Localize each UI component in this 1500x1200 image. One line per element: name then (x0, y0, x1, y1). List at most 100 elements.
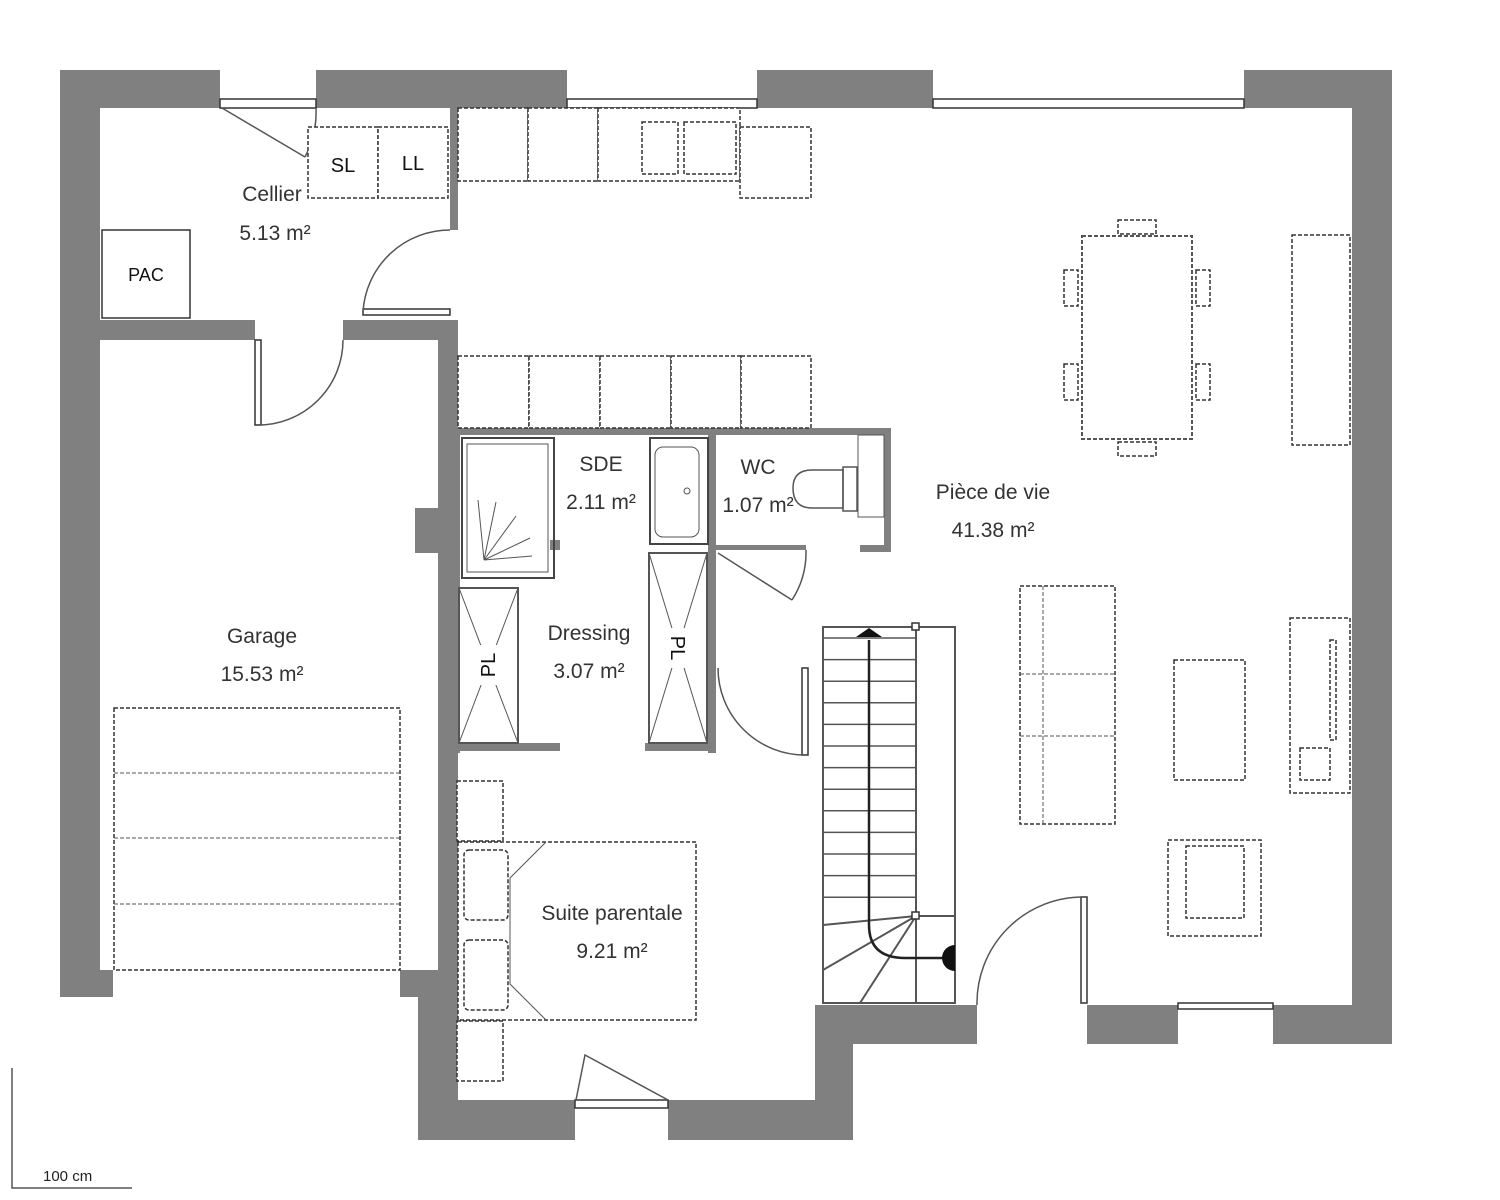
wc-duct (857, 434, 885, 518)
pillow (463, 849, 509, 921)
nightstand (456, 780, 504, 842)
closet-right (648, 552, 708, 744)
door-cellier-kitchen[interactable] (362, 308, 451, 316)
room-area-garage: 15.53 m² (221, 663, 304, 686)
room-area-sde: 2.11 m² (566, 491, 636, 514)
sink-basin (641, 121, 679, 175)
sofa (1019, 585, 1116, 825)
stair-arrow-line (867, 640, 945, 960)
kitchen-cabinet (528, 355, 601, 429)
bathroom-fixtures: PL PL (458, 434, 885, 744)
wall-garage-right (438, 320, 458, 980)
coffee-table (1173, 659, 1246, 781)
stair-post (911, 911, 920, 920)
wall-top-3 (757, 70, 933, 108)
doors (221, 107, 1088, 1101)
wall-dressing-bottom-1 (455, 743, 560, 751)
room-name-dressing: Dressing (548, 622, 631, 645)
kitchen-cabinet (740, 355, 812, 429)
wall-bottom-2 (1087, 1005, 1178, 1044)
room-area-dressing: 3.07 m² (553, 660, 624, 683)
door-swing-wc (717, 549, 807, 601)
shower-tray (461, 437, 555, 579)
closet-right-label: PL (666, 636, 688, 660)
door-entrance[interactable] (1080, 896, 1088, 1004)
kitchen-cabinet (599, 355, 672, 429)
living-furniture (1019, 585, 1351, 937)
door-swing-entrance (976, 896, 1085, 1006)
kitchen-cabinet (739, 126, 812, 199)
shower-drain-lines (477, 499, 533, 561)
sink-basin (683, 121, 737, 175)
room-area-suite: 9.21 m² (576, 940, 647, 963)
ll-label: LL (402, 153, 424, 175)
room-name-garage: Garage (227, 625, 297, 648)
door-garage-cellier[interactable] (254, 339, 262, 426)
wall-garage-bottom-left (60, 970, 113, 997)
room-labels: Cellier 5.13 m² Garage 15.53 m² SDE 2.11… (221, 183, 1051, 963)
chair (1195, 363, 1211, 401)
closet-left (458, 587, 519, 744)
garage-car (113, 707, 401, 971)
chair (1063, 363, 1079, 401)
wall-sde-wc (708, 428, 716, 753)
stair-winders (822, 915, 955, 1004)
chair (1117, 441, 1157, 457)
toilet-icon (792, 469, 844, 509)
door-swing-suite (717, 667, 806, 756)
window-cellier (219, 98, 317, 109)
stair-post (911, 622, 920, 631)
stair-arrow-icon (856, 628, 882, 637)
heat-pump (101, 229, 191, 319)
door-suite[interactable] (801, 667, 809, 756)
door-swing-garage (257, 339, 344, 426)
door-swing-cellier-kitchen (362, 229, 451, 313)
scale-bar: 100 cm (11, 1068, 132, 1189)
chair (1117, 219, 1157, 235)
dining-table (1063, 219, 1351, 457)
washbasin (654, 446, 700, 538)
wall-wc-bottom (716, 545, 806, 550)
table (1081, 235, 1193, 440)
bed-pillows (509, 841, 547, 1021)
window-living-bottom (1177, 1002, 1274, 1010)
toilet-tank (842, 466, 858, 512)
chair (1063, 269, 1079, 307)
room-name-sde: SDE (579, 453, 622, 476)
wall-cellier-kitchen (450, 108, 458, 230)
scale-label: 100 cm (43, 1168, 92, 1185)
wall-cellier-garage-2 (343, 320, 458, 340)
closet-label-bg (479, 645, 501, 685)
wall-suite-bottom-1 (418, 1100, 575, 1140)
kitchen-cabinet (670, 355, 742, 429)
walls (60, 70, 1392, 1140)
chair (1195, 269, 1211, 307)
pillow (463, 939, 509, 1011)
closet-left-label: PL (478, 653, 500, 677)
window-suite (574, 1099, 669, 1109)
sideboard (1291, 234, 1351, 446)
room-name-cellier: Cellier (242, 183, 302, 206)
room-area-wc: 1.07 m² (722, 494, 793, 517)
window-swing-suite (575, 1053, 669, 1101)
wall-bottom-1 (815, 1005, 977, 1044)
room-area-living: 41.38 m² (952, 519, 1035, 542)
wall-sde-left (455, 428, 460, 753)
kitchen-cabinet (457, 355, 530, 429)
kitchen-cabinet (457, 107, 529, 182)
nightstand (456, 1020, 504, 1082)
dishwasher-appliance (377, 126, 449, 199)
wall-right (1352, 70, 1392, 1044)
wall-bottom-3 (1273, 1005, 1392, 1044)
wall-left (60, 70, 100, 997)
sink-unit (649, 437, 709, 545)
bedroom-furniture (456, 780, 697, 1082)
kitchen-cabinet (527, 107, 599, 182)
wall-top-2 (316, 70, 567, 108)
heat-pump-label: PAC (128, 265, 164, 285)
room-name-living: Pièce de vie (936, 481, 1050, 504)
wall-bump (415, 508, 440, 553)
room-name-suite: Suite parentale (541, 902, 682, 925)
scale-line (11, 1068, 132, 1189)
